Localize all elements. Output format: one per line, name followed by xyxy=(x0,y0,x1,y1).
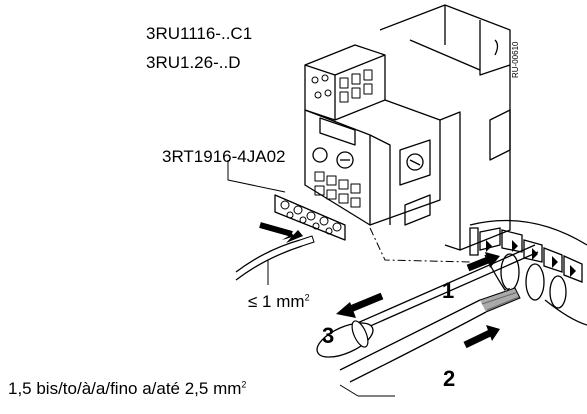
wire-max-label: ≤ 1 mm2 xyxy=(248,293,310,310)
model-label-a: 3RU1116-..C1 xyxy=(146,24,253,43)
doc-id-label: RU-00610 xyxy=(511,41,520,78)
step-3-label: 3 xyxy=(322,323,335,348)
wire-range-label: 1,5 bis/to/à/a/fino a/até 2,5 mm2 xyxy=(8,380,246,397)
wire-max-text: ≤ 1 mm xyxy=(248,292,305,311)
wire-range-exponent: 2 xyxy=(241,379,247,390)
step-1-label: 1 xyxy=(442,278,455,303)
wire-max-exponent: 2 xyxy=(304,292,310,303)
wire-range-text: 1,5 bis/to/à/a/fino a/até 2,5 mm xyxy=(8,379,242,398)
terminal-part-label: 3RT1916-4JA02 xyxy=(162,147,286,166)
step-2-label: 2 xyxy=(443,366,456,391)
model-label-b: 3RU1.26-..D xyxy=(146,53,241,72)
